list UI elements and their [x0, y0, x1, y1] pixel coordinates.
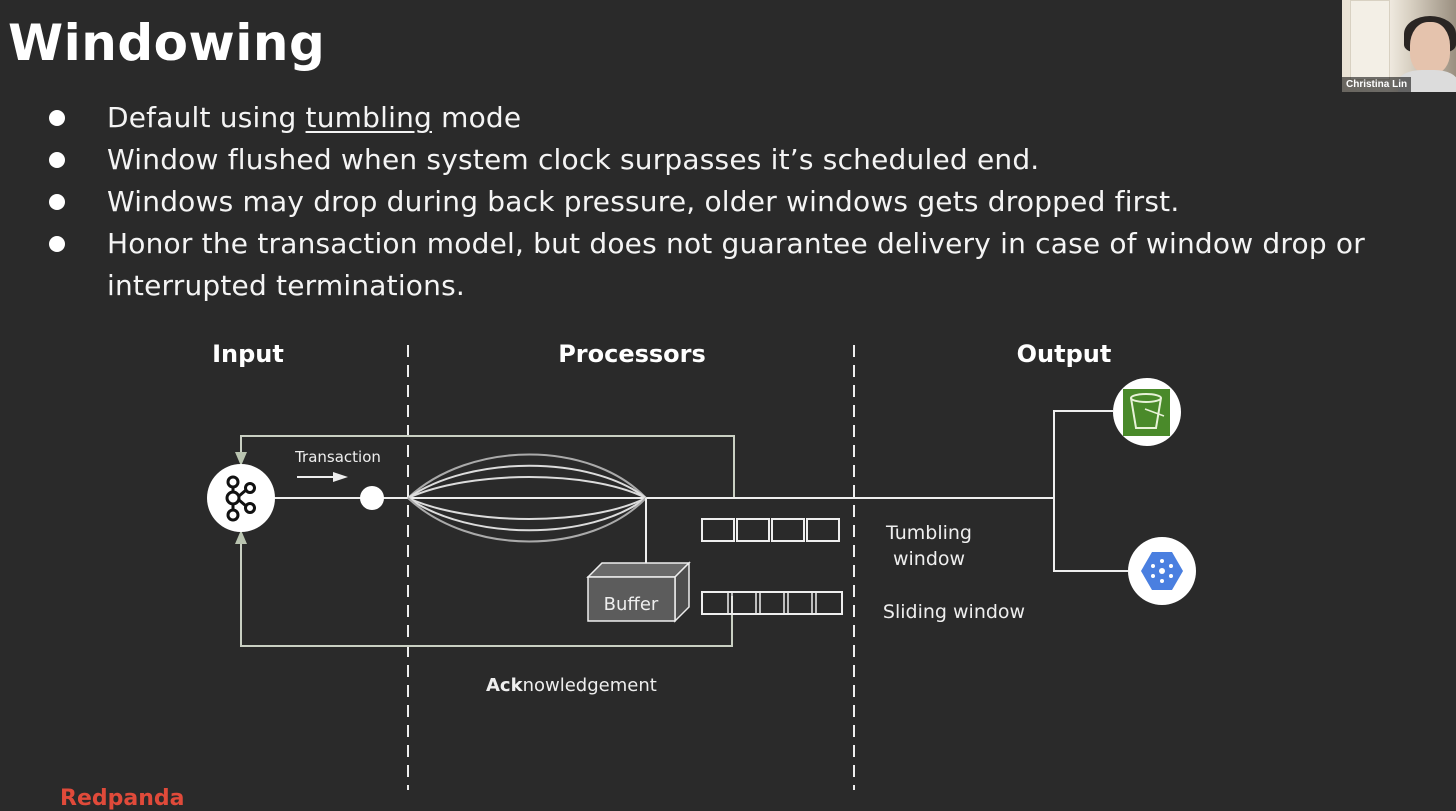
bullet-item: Honor the transaction model, but does no… — [40, 223, 1450, 307]
background-door — [1350, 0, 1390, 80]
bullet-underlined-term: tumbling — [305, 101, 432, 134]
kafka-icon — [207, 464, 275, 532]
buffer-box: Buffer — [586, 561, 691, 623]
sliding-label: Sliding window — [883, 601, 1025, 623]
bullet-list: Default using tumbling mode Window flush… — [40, 97, 1450, 307]
feedback-line-bottom — [240, 532, 733, 647]
section-header-input: Input — [212, 340, 284, 368]
bullet-item: Windows may drop during back pressure, o… — [40, 181, 1450, 223]
bullet-dot — [49, 152, 65, 168]
tumbling-window-cell — [736, 518, 770, 542]
tumbling-window-cells — [701, 518, 840, 542]
arrow-right-icon — [297, 472, 348, 482]
bullet-dot — [49, 236, 65, 252]
tumbling-window-cell — [806, 518, 840, 542]
arrow-down-icon — [235, 452, 247, 466]
bullet-text: Windows may drop during back pressure, o… — [107, 185, 1180, 218]
bullet-dot — [49, 110, 65, 126]
tumbling-label-line1: Tumbling — [885, 522, 972, 544]
s3-bucket-icon — [1113, 378, 1181, 446]
bullet-item: Window flushed when system clock surpass… — [40, 139, 1450, 181]
feedback-line-top — [240, 435, 735, 498]
bullet-text: Window flushed when system clock surpass… — [107, 143, 1040, 176]
output-fork-line — [1053, 410, 1128, 572]
bullet-text: Honor the transaction model, but does no… — [107, 227, 1365, 302]
gcp-pubsub-icon — [1128, 537, 1196, 605]
sliding-window-cells — [701, 591, 843, 615]
tumbling-window-cell — [701, 518, 735, 542]
bullet-dot — [49, 194, 65, 210]
participant-name: Christina Lin — [1342, 77, 1412, 92]
ack-rest-text: nowledgement — [523, 675, 657, 696]
bullet-text: mode — [432, 101, 522, 134]
section-header-processors: Processors — [558, 340, 706, 368]
participant-video[interactable]: Christina Lin — [1342, 0, 1456, 92]
processor-fan — [407, 453, 647, 543]
participant-shirt — [1398, 70, 1456, 92]
tumbling-label-line2: window — [893, 548, 965, 570]
participant-face — [1410, 22, 1450, 74]
section-header-output: Output — [1017, 340, 1112, 368]
ack-bold-text: Ack — [486, 675, 524, 696]
buffer-label: Buffer — [604, 594, 659, 615]
bullet-item: Default using tumbling mode — [40, 97, 1450, 139]
bullet-text: Default using — [107, 101, 306, 134]
arrow-up-icon — [235, 530, 247, 544]
acknowledgement-label: Acknowledgement — [486, 675, 657, 696]
transaction-label: Transaction — [294, 448, 381, 466]
tumbling-window-cell — [771, 518, 805, 542]
transaction-dot — [360, 486, 384, 510]
sliding-window-frame — [701, 591, 843, 615]
slide-title: Windowing — [8, 14, 326, 72]
